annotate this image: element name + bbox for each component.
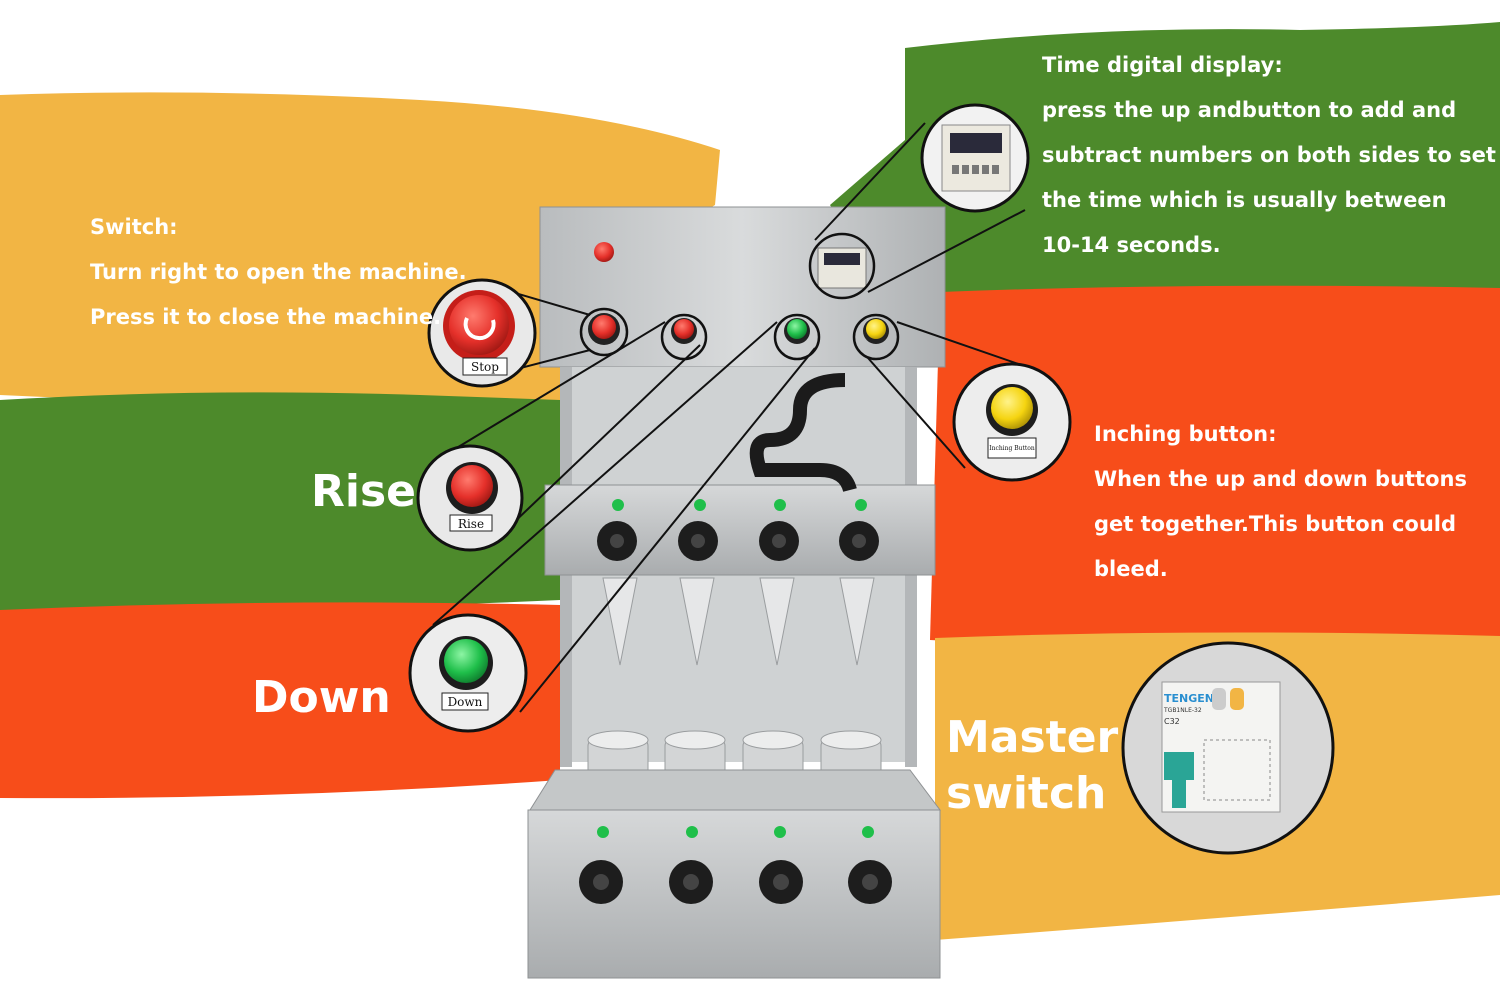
master-switch-label: Master switch [946,710,1118,822]
mold-knobs [597,499,879,561]
stop-label: Stop [471,360,499,374]
inching-line-3: bleed. [1094,557,1168,581]
time-display-annotation: Time digital display: press the up andbu… [1042,43,1496,268]
switch-line-2: Press it to close the machine. [90,305,442,329]
band-green-top-right [830,22,1500,300]
down-button-zoom: Down [408,613,528,733]
cone-cups [587,730,882,779]
breaker-brand: TENGEN [1164,692,1214,705]
breaker-model: TGB1NLE-32 [1163,707,1202,714]
master-switch-line-1: Master [946,712,1119,763]
power-indicator [594,242,614,262]
inching-button-zoom: Inching Button [952,362,1072,482]
cable-hose [749,373,857,493]
stop-button-zoom: Stop [427,278,537,388]
down-small-label: Down [448,695,483,709]
inching-title: Inching button: [1094,422,1277,446]
timer-small [817,247,867,289]
switch-annotation: Switch: Turn right to open the machine. … [90,205,467,340]
time-display-line-1: press the up andbutton to add and [1042,98,1457,122]
switch-title: Switch: [90,215,178,239]
rise-small-label: Rise [458,517,484,531]
base-top [529,769,941,811]
timer-zoom [920,103,1030,213]
master-switch-zoom: TENGEN TGB1NLE-32 C32 [1121,641,1335,855]
rise-button-zoom: Rise [416,444,524,552]
time-display-line-4: 10-14 seconds. [1042,233,1221,257]
time-display-line-2: subtract numbers on both sides to set [1042,143,1496,167]
time-display-title: Time digital display: [1042,53,1283,77]
inching-annotation: Inching button: When the up and down but… [1094,412,1467,592]
inching-line-2: get together.This button could [1094,512,1457,536]
circuit-breaker-icon: TENGEN TGB1NLE-32 C32 [1161,681,1281,813]
band-green-left [0,392,560,611]
down-label: Down [252,672,391,723]
base-knobs [579,826,892,904]
emergency-stop-icon [463,317,496,341]
time-display-line-3: the time which is usually between [1042,188,1447,212]
breaker-rating: C32 [1164,717,1180,726]
rise-label: Rise [311,466,416,517]
band-redorange-right [930,285,1500,648]
inching-line-1: When the up and down buttons [1094,467,1467,491]
switch-line-1: Turn right to open the machine. [90,260,467,284]
inching-small-label: Inching Button [989,445,1035,452]
master-switch-line-2: switch [946,768,1107,819]
